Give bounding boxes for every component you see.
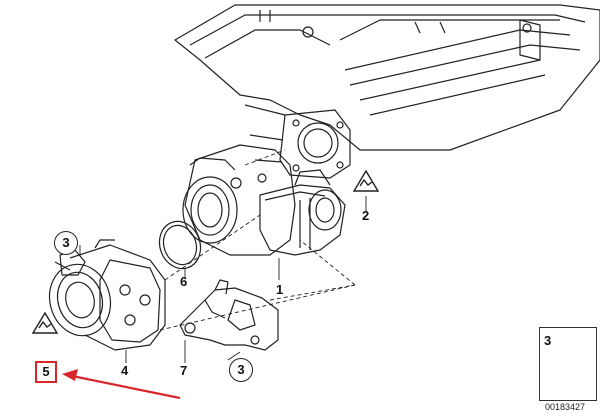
callout-3-circle-bottom: 3 — [229, 358, 253, 382]
throttle-body-assembly — [182, 144, 346, 256]
callout-leaders — [79, 196, 367, 363]
intake-manifold — [174, 4, 600, 179]
callout-2: 2 — [362, 208, 370, 223]
warning-triangle-icon — [352, 169, 380, 192]
arrow-icon — [62, 369, 181, 400]
image-code: 00183427 — [545, 402, 586, 412]
reference-qty: 3 — [544, 333, 552, 348]
gasket-ring — [158, 220, 202, 270]
hardware-reference-box: 3 — [539, 327, 597, 401]
mounting-bracket — [179, 279, 279, 351]
throttle-body-front — [48, 239, 166, 351]
leader-lines — [159, 149, 356, 331]
callout-1: 1 — [276, 282, 284, 297]
callout-3-circle-top: 3 — [54, 231, 78, 255]
callout-5-highlighted: 5 — [35, 361, 57, 383]
callout-7: 7 — [180, 363, 188, 378]
warning-triangle-icon — [31, 311, 59, 334]
callout-6: 6 — [180, 274, 188, 289]
callout-4: 4 — [121, 363, 129, 378]
